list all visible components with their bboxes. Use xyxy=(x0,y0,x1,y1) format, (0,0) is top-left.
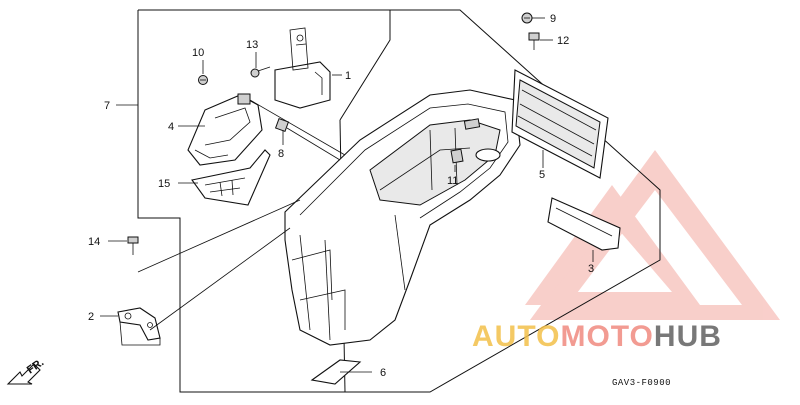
callout-6: 6 xyxy=(380,367,386,379)
front-direction-arrow: FR. xyxy=(6,356,46,385)
part-bracket xyxy=(117,307,161,341)
callout-11: 11 xyxy=(447,175,458,187)
watermark-hub: HUB xyxy=(654,320,722,353)
fastener-clip-8 xyxy=(274,117,290,133)
part-fan-label xyxy=(191,149,271,206)
callout-5: 5 xyxy=(539,169,545,181)
callout-14: 14 xyxy=(88,236,100,248)
svg-text:AUTOMOTOHUB: AUTOMOTOHUB xyxy=(472,320,722,353)
callout-8: 8 xyxy=(278,148,284,160)
fastener-bolt-14 xyxy=(127,236,139,255)
leader-lines xyxy=(100,17,594,373)
watermark-triangle-logo xyxy=(525,150,780,320)
fastener-bolt-13 xyxy=(250,66,271,78)
callout-3: 3 xyxy=(588,263,594,275)
part-mat xyxy=(511,69,609,179)
part-pad xyxy=(310,359,362,385)
callout-12: 12 xyxy=(557,35,569,47)
callout-10: 10 xyxy=(192,47,204,59)
callout-1: 1 xyxy=(345,70,351,82)
callout-4: 4 xyxy=(168,121,174,133)
part-hinge-plate xyxy=(274,27,331,109)
diagram-code: GAV3-F0900 xyxy=(612,378,671,388)
watermark-moto: MOTO xyxy=(560,320,653,353)
callout-2: 2 xyxy=(88,311,94,323)
callout-labels: 1 2 3 4 5 6 7 8 9 10 11 12 13 14 15 xyxy=(88,13,594,379)
luggage-box xyxy=(284,89,521,346)
callout-13: 13 xyxy=(246,39,258,51)
callout-9: 9 xyxy=(550,13,556,25)
fastener-bolt-9 xyxy=(521,12,533,24)
fastener-bolt-12 xyxy=(528,32,540,50)
callout-15: 15 xyxy=(158,178,170,190)
watermark-text: AUTOMOTOHUB xyxy=(472,320,722,353)
callout-7: 7 xyxy=(104,100,110,112)
watermark-auto: AUTO xyxy=(472,320,560,353)
part-strip xyxy=(547,197,621,251)
part-lamp-lid xyxy=(187,93,263,166)
fastener-screw-10 xyxy=(198,75,208,85)
